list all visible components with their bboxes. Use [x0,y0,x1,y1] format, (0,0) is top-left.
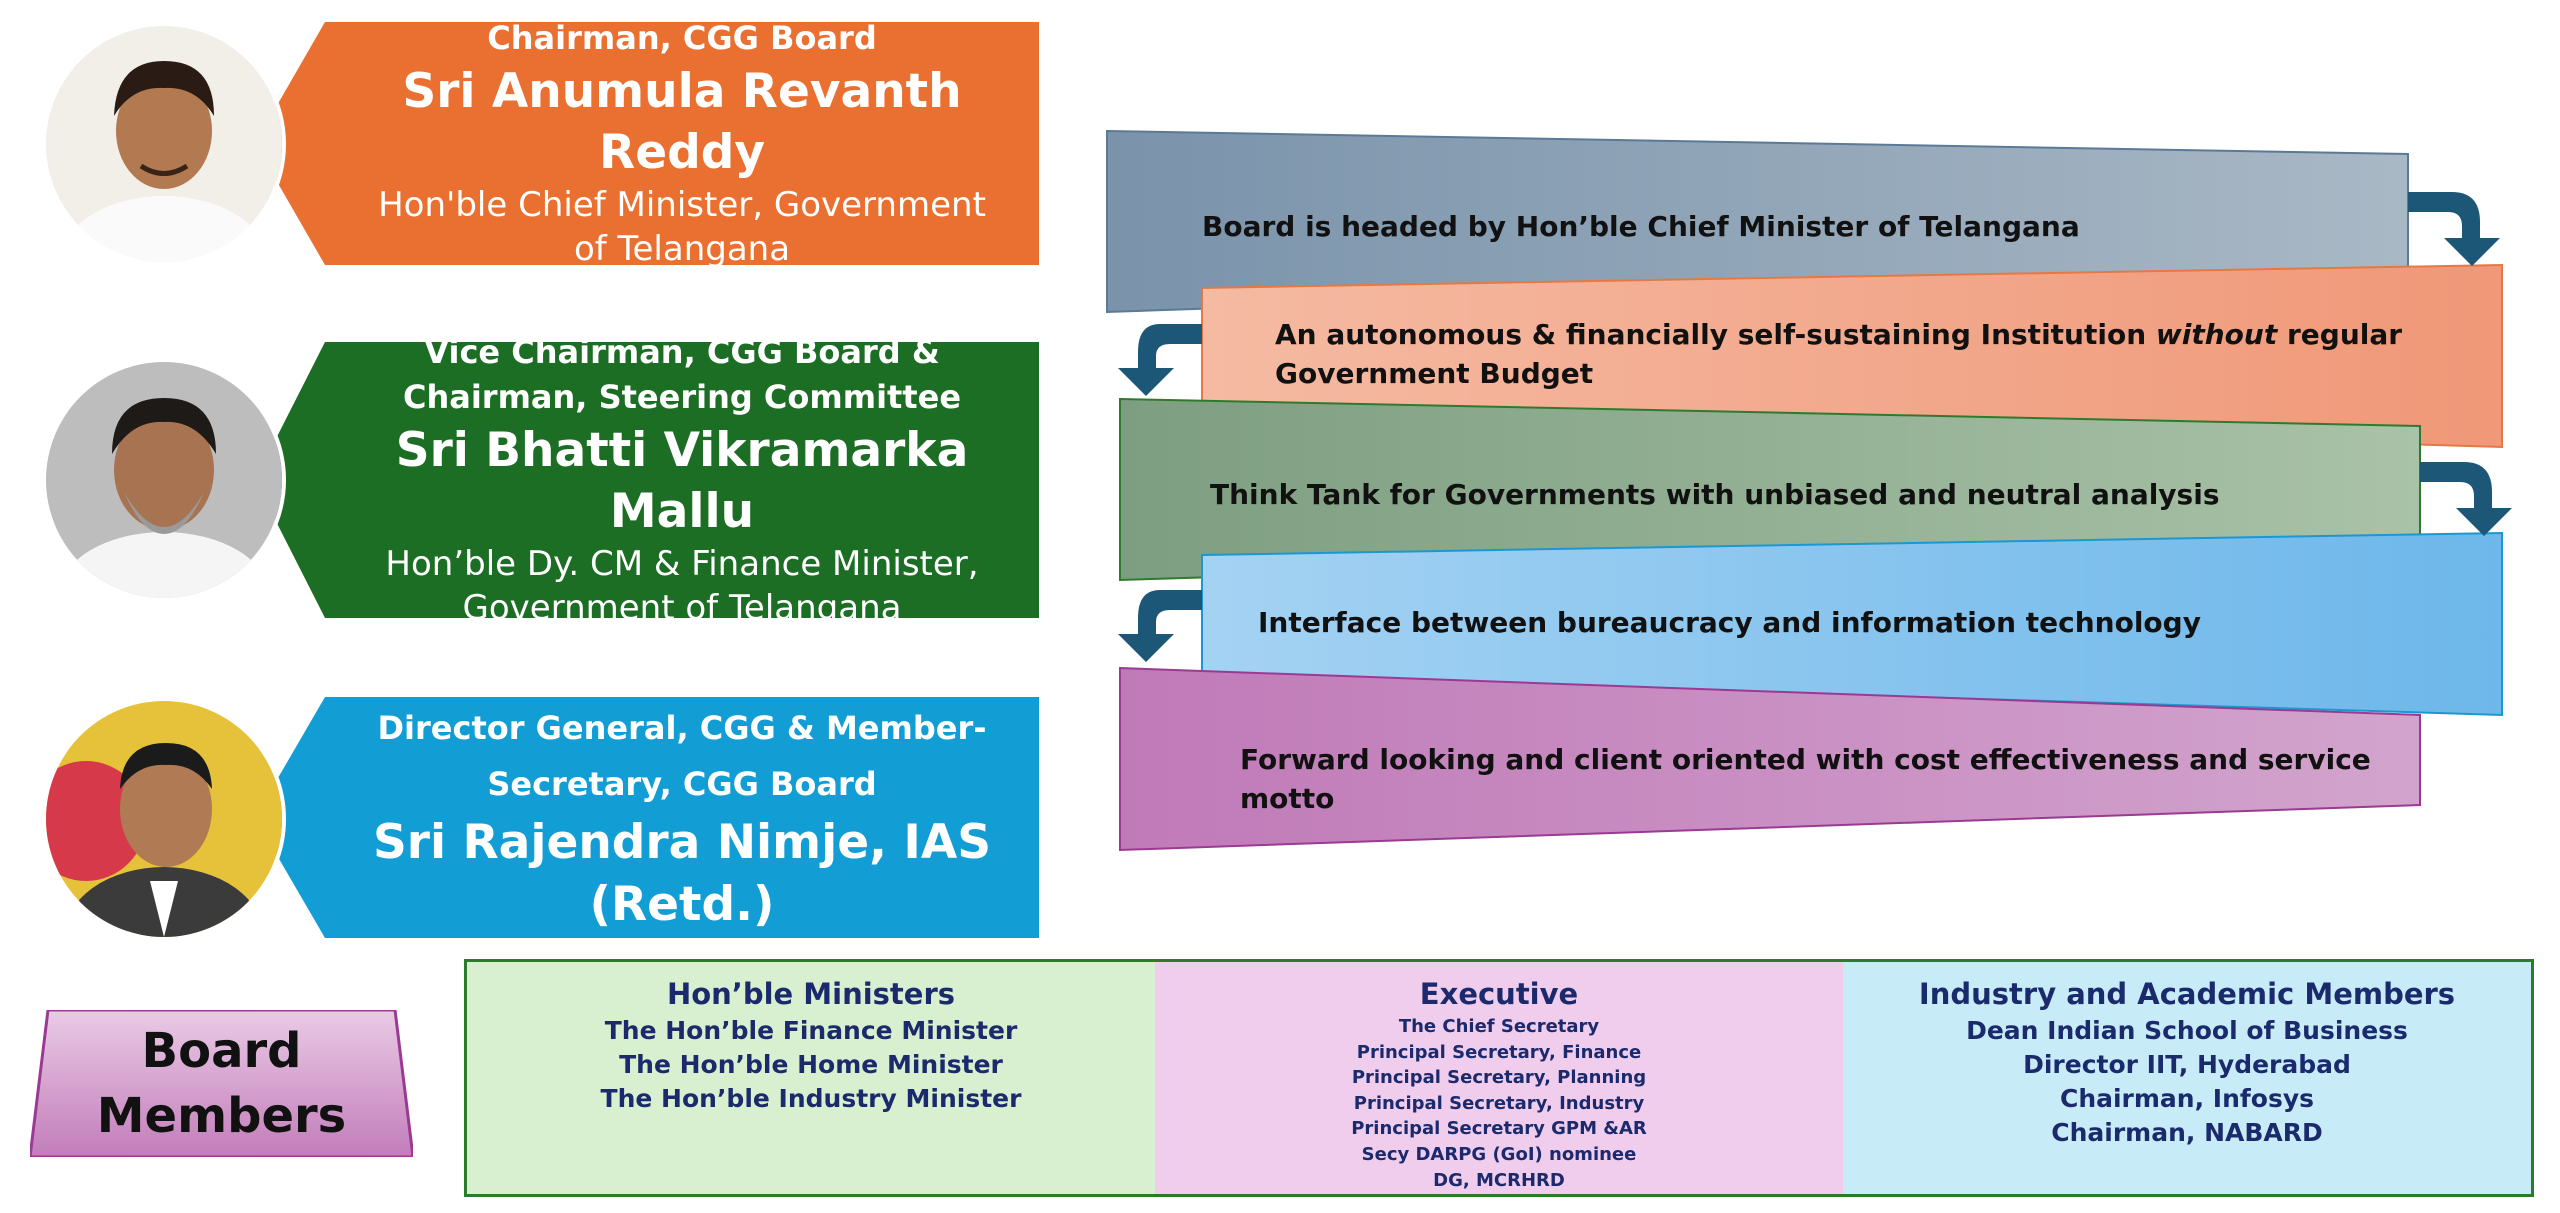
list-item: Principal Secretary, Industry [1353,1092,1645,1114]
board-members-title: Board Members [96,1022,347,1144]
leader-name: Sri Bhatti Vikramarka Mallu [395,422,969,539]
curved-arrow-icon [1118,192,2512,662]
leader-card-vice-chairman: Vice Chairman, CGG Board & Chairman, Ste… [42,342,1039,618]
members-column-heading: Hon’ble Ministers [666,977,956,1011]
leader-name: Sri Anumula Revanth Reddy [402,63,962,180]
list-item: DG, MCRHRD [1433,1169,1565,1191]
members-list: Dean Indian School of Business Director … [1843,1014,2531,1149]
leader-card-chairman: Chairman, CGG Board Sri Anumula Revanth … [42,22,1039,266]
list-item: Secy DARPG (GoI) nominee [1361,1143,1637,1165]
leader-name: Sri Rajendra Nimje, IAS (Retd.) [372,815,992,932]
leader-description: Hon'ble Chief Minister, Government of Te… [378,184,986,269]
list-item: Principal Secretary, Planning [1351,1067,1647,1089]
board-members-table: Hon’ble Ministers The Hon’ble Finance Mi… [464,959,2534,1197]
members-column-heading: Executive [1419,977,1579,1011]
list-item: Principal Secretary GPM &AR [1351,1118,1647,1140]
board-members-label: Board Members [30,1010,413,1157]
portrait-icon [42,697,286,941]
feature-text-4: Interface between bureaucracy and inform… [1258,606,2201,639]
feature-text-2: An autonomous & financially self-sustain… [1275,315,2425,393]
list-item: The Chief Secretary [1398,1016,1600,1038]
feature-text-2-part: An autonomous & financially self-sustain… [1275,318,2156,351]
feature-text-5: Forward looking and client oriented with… [1240,743,2371,816]
leader-role: Vice Chairman, CGG Board & Chairman, Ste… [402,332,962,416]
feature-text-2-emphasis: without [2155,318,2278,351]
members-list: The Chief Secretary Principal Secretary,… [1155,1014,1843,1193]
members-list: The Hon’ble Finance Minister The Hon’ble… [467,1014,1155,1115]
members-column-heading: Industry and Academic Members [1918,977,2456,1011]
feature-text-2-part: regular Government Budget [1275,318,2403,391]
leader-description: Hon’ble Dy. CM & Finance Minister, Gover… [385,543,979,628]
list-item: Director IIT, Hyderabad [2023,1050,2351,1079]
leader-banner: Chairman, CGG Board Sri Anumula Revanth … [255,22,1039,265]
leader-role: Director General, CGG & Member-Secretary… [377,709,987,804]
board-members-badge [30,1010,413,1157]
feature-text-1: Board is headed by Hon’ble Chief Ministe… [1202,210,2080,243]
list-item: Chairman, NABARD [2051,1117,2323,1147]
members-column-industry-academic: Industry and Academic Members Dean India… [1843,962,2531,1194]
list-item: Principal Secretary, Finance [1356,1041,1642,1063]
list-item: Chairman, Infosys [2059,1083,2315,1113]
feature-text-3: Think Tank for Governments with unbiased… [1210,478,2220,511]
portrait-icon [42,358,286,602]
leader-banner: Vice Chairman, CGG Board & Chairman, Ste… [255,342,1039,618]
leader-card-director-general: Director General, CGG & Member-Secretary… [42,697,1039,941]
leader-banner: Director General, CGG & Member-Secretary… [255,697,1039,938]
portrait-icon [42,22,286,266]
list-item: The Hon’ble Home Minister [619,1050,1003,1079]
list-item: The Hon’ble Finance Minister [604,1016,1018,1046]
members-column-executive: Executive The Chief Secretary Principal … [1155,962,1843,1194]
list-item: Dean Indian School of Business [1966,1016,2408,1046]
list-item: The Hon’ble Industry Minister [600,1083,1022,1113]
members-column-ministers: Hon’ble Ministers The Hon’ble Finance Mi… [467,962,1155,1194]
leader-role: Chairman, CGG Board [487,18,877,57]
